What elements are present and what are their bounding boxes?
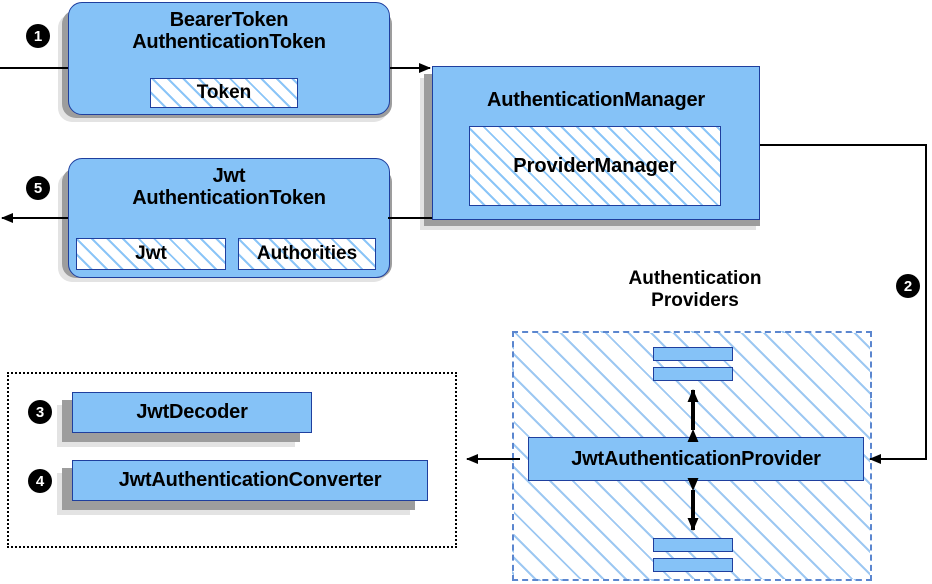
authentication-providers-label-line1: Authentication xyxy=(628,268,762,289)
provider-stub-bottom-upper xyxy=(653,538,733,552)
jwt-decoder-node[interactable]: JwtDecoder xyxy=(72,392,312,433)
jwt-authentication-token-title-line2: AuthenticationToken xyxy=(132,187,326,210)
jwt-authentication-converter-title: JwtAuthenticationConverter xyxy=(118,469,382,492)
jwt-authentication-token-title: Jwt AuthenticationToken xyxy=(132,165,326,210)
provider-stub-bottom-lower xyxy=(653,558,733,572)
step-badge-3: 3 xyxy=(28,400,52,424)
jwt-authentication-provider-node[interactable]: JwtAuthenticationProvider xyxy=(528,437,864,481)
jwt-decoder-title: JwtDecoder xyxy=(136,401,248,424)
jwt-authentication-converter-node[interactable]: JwtAuthenticationConverter xyxy=(72,460,428,501)
authentication-providers-label-line2: Providers xyxy=(651,289,739,311)
step-badge-5: 5 xyxy=(26,176,50,200)
step-badge-1: 1 xyxy=(26,24,50,48)
authentication-providers-label: Authentication Providers xyxy=(560,268,830,312)
step-badge-5-label: 5 xyxy=(33,179,43,197)
jwt-authentication-token-slot-authorities-label: Authorities xyxy=(256,243,358,264)
authentication-manager-slot-provider-manager: ProviderManager xyxy=(469,126,721,206)
jwt-authentication-token-slot-jwt: Jwt xyxy=(76,238,226,270)
step-badge-3-label: 3 xyxy=(35,403,45,421)
jwt-authentication-token-slot-authorities: Authorities xyxy=(238,238,376,270)
support-beans-group[interactable] xyxy=(7,372,457,548)
bearer-token-title-line2: AuthenticationToken xyxy=(132,31,326,54)
provider-stub-top-lower xyxy=(653,367,733,381)
jwt-authentication-token-slot-jwt-label: Jwt xyxy=(135,243,167,264)
bearer-token-title-line1: BearerToken xyxy=(169,9,289,31)
bearer-token-title: BearerToken AuthenticationToken xyxy=(132,9,326,54)
bearer-token-slot-token: Token xyxy=(150,78,298,108)
step-badge-1-label: 1 xyxy=(33,27,43,45)
bearer-token-slot-label: Token xyxy=(196,82,252,103)
provider-stub-top-upper xyxy=(653,347,733,361)
step-badge-4: 4 xyxy=(28,469,52,493)
authentication-manager-slot-label: ProviderManager xyxy=(513,154,677,177)
step-badge-2-label: 2 xyxy=(903,277,913,295)
step-badge-2: 2 xyxy=(896,274,920,298)
jwt-authentication-provider-title: JwtAuthenticationProvider xyxy=(571,447,821,470)
jwt-authentication-token-title-line1: Jwt xyxy=(212,165,246,187)
step-badge-4-label: 4 xyxy=(35,472,45,490)
authentication-manager-title: AuthenticationManager xyxy=(486,89,706,111)
